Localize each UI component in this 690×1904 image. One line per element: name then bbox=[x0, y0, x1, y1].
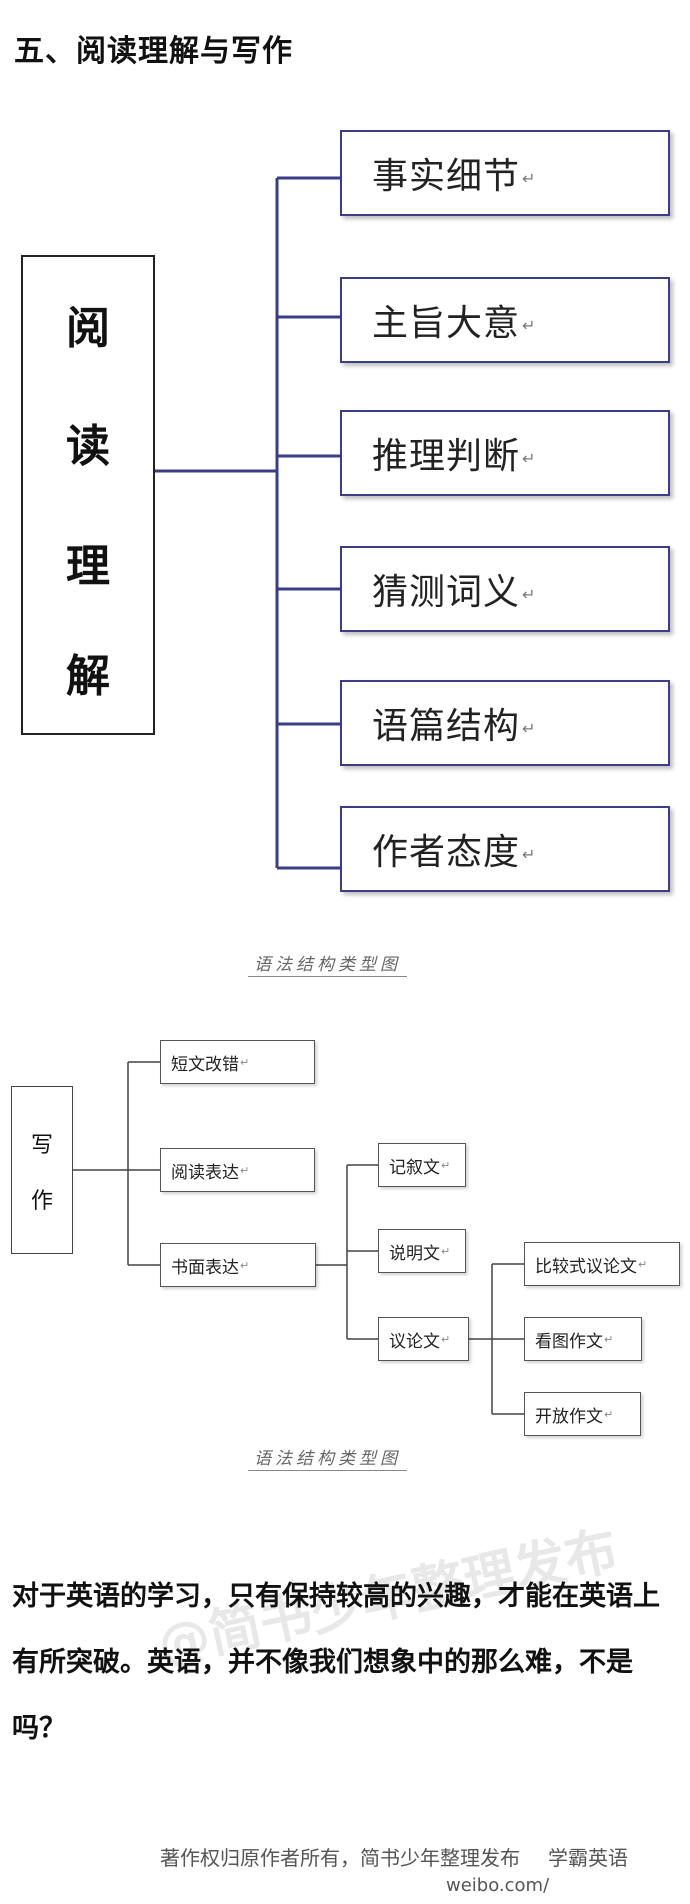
body-paragraph: 对于英语的学习，只有保持较高的兴趣，才能在英语上有所突破。英语，并不像我们想象中… bbox=[12, 1581, 660, 1744]
writing-item-label: 议论文 bbox=[389, 1331, 440, 1352]
writing-item-label: 阅读表达 bbox=[171, 1162, 239, 1183]
reading-root-box: 阅 读 理 解 bbox=[21, 255, 155, 735]
return-mark-icon: ↵ bbox=[441, 1332, 451, 1346]
footer-copyright: 著作权归原作者所有，简书少年整理发布 bbox=[160, 1846, 520, 1870]
reading-item-label: 主旨大意 bbox=[372, 303, 521, 344]
writing-item-label: 开放作文 bbox=[535, 1406, 603, 1427]
reading-item-box: 猜测词义↵ bbox=[340, 546, 670, 632]
writing-root-char: 写 bbox=[30, 1133, 53, 1158]
writing-level2-box: 记叙文↵ bbox=[378, 1143, 466, 1187]
reading-item-box: 事实细节↵ bbox=[340, 130, 670, 216]
reading-root-char: 理 bbox=[66, 541, 110, 592]
reading-item-box: 语篇结构↵ bbox=[340, 680, 670, 766]
return-mark-icon: ↵ bbox=[240, 1055, 250, 1069]
return-mark-icon: ↵ bbox=[522, 449, 537, 468]
writing-connectors bbox=[73, 1061, 524, 1415]
return-mark-icon: ↵ bbox=[441, 1158, 451, 1172]
writing-level2-box: 说明文↵ bbox=[378, 1229, 466, 1273]
return-mark-icon: ↵ bbox=[522, 169, 537, 188]
footer-site: weibo.com/ bbox=[446, 1875, 550, 1896]
return-mark-icon: ↵ bbox=[441, 1244, 451, 1258]
reading-root-char: 阅 bbox=[66, 303, 110, 354]
return-mark-icon: ↵ bbox=[522, 719, 537, 738]
return-mark-icon: ↵ bbox=[522, 316, 537, 335]
reading-connectors bbox=[155, 176, 340, 870]
reading-item-label: 推理判断 bbox=[372, 436, 521, 477]
diagram-caption: 语法结构类型图 bbox=[248, 1444, 407, 1471]
reading-item-box: 作者态度↵ bbox=[340, 806, 670, 892]
writing-level3-box: 比较式议论文↵ bbox=[524, 1242, 680, 1286]
return-mark-icon: ↵ bbox=[604, 1407, 614, 1421]
writing-level1-box: 阅读表达↵ bbox=[160, 1148, 315, 1192]
writing-root-box: 写 作 bbox=[11, 1086, 73, 1254]
writing-item-label: 书面表达 bbox=[171, 1257, 239, 1278]
reading-item-box: 推理判断↵ bbox=[340, 410, 670, 496]
section-heading: 五、阅读理解与写作 bbox=[14, 34, 293, 69]
return-mark-icon: ↵ bbox=[522, 845, 537, 864]
return-mark-icon: ↵ bbox=[240, 1258, 250, 1272]
writing-root-char: 作 bbox=[30, 1189, 53, 1214]
return-mark-icon: ↵ bbox=[240, 1163, 250, 1177]
reading-root-char: 读 bbox=[66, 421, 110, 472]
reading-item-label: 语篇结构 bbox=[372, 706, 521, 747]
return-mark-icon: ↵ bbox=[522, 585, 537, 604]
return-mark-icon: ↵ bbox=[604, 1332, 614, 1346]
return-mark-icon: ↵ bbox=[638, 1257, 648, 1271]
writing-level3-box: 看图作文↵ bbox=[524, 1317, 642, 1361]
writing-level1-box: 短文改错↵ bbox=[160, 1040, 315, 1084]
writing-item-label: 看图作文 bbox=[535, 1331, 603, 1352]
writing-level2-box: 议论文↵ bbox=[378, 1317, 469, 1361]
footer-tag: 学霸英语 bbox=[548, 1846, 628, 1870]
writing-level1-box: 书面表达↵ bbox=[160, 1243, 316, 1287]
writing-item-label: 短文改错 bbox=[171, 1054, 239, 1075]
diagram-caption: 语法结构类型图 bbox=[248, 950, 407, 977]
writing-item-label: 说明文 bbox=[389, 1243, 440, 1264]
writing-item-label: 记叙文 bbox=[389, 1157, 440, 1178]
reading-item-label: 事实细节 bbox=[372, 156, 521, 197]
writing-level3-box: 开放作文↵ bbox=[524, 1392, 641, 1436]
reading-root-char: 解 bbox=[66, 651, 110, 702]
reading-item-label: 作者态度 bbox=[372, 832, 521, 873]
reading-item-label: 猜测词义 bbox=[372, 572, 521, 613]
reading-item-box: 主旨大意↵ bbox=[340, 277, 670, 363]
writing-item-label: 比较式议论文 bbox=[535, 1256, 637, 1277]
